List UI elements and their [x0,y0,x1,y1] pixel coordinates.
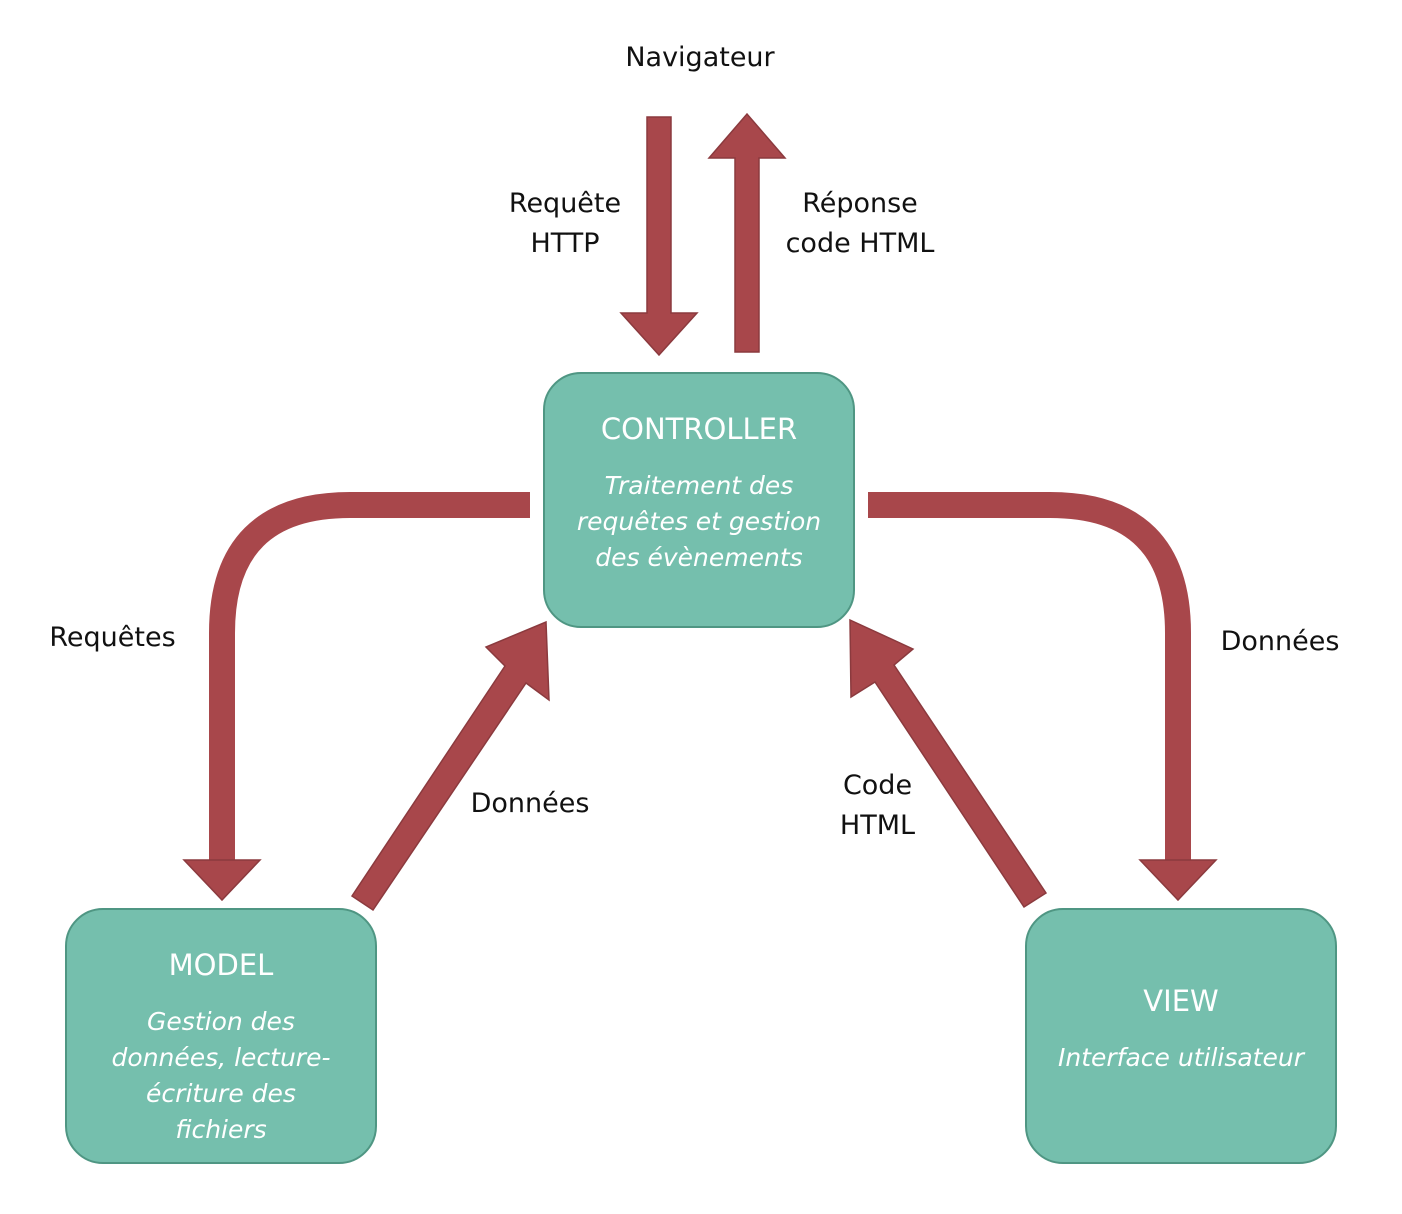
controller-box: CONTROLLER Traitement des requêtes et ge… [543,372,855,628]
request-http-label: Requête HTTP [508,188,622,259]
browser-label: Navigateur [625,42,775,73]
view-description: Interface utilisateur [1057,1043,1304,1072]
request-http-arrow [619,116,699,357]
code-html-label: Code HTML [839,770,916,841]
response-html-arrow [707,112,787,353]
model-box: MODEL Gestion des données, lecture-écrit… [65,908,377,1164]
response-html-label: Réponse code HTML [785,188,935,259]
requests-arrow-head [182,859,262,902]
view-title: VIEW [1143,984,1219,1018]
data-model-label: Données [470,788,590,819]
data-view-arrow-body [868,492,1191,862]
model-description: Gestion des données, lecture-écriture de… [111,1007,331,1144]
code-html-arrow [849,618,1048,909]
controller-title: CONTROLLER [600,412,798,446]
view-box: VIEW Interface utilisateur [1025,908,1337,1164]
controller-description: Traitement des requêtes et gestion des é… [576,471,822,572]
data-view-label: Données [1220,626,1340,657]
data-model-arrow [350,620,550,912]
data-view-arrow-head [1138,859,1218,902]
model-title: MODEL [168,948,274,982]
requests-arrow-body [209,492,530,862]
requests-label: Requêtes [49,622,176,653]
